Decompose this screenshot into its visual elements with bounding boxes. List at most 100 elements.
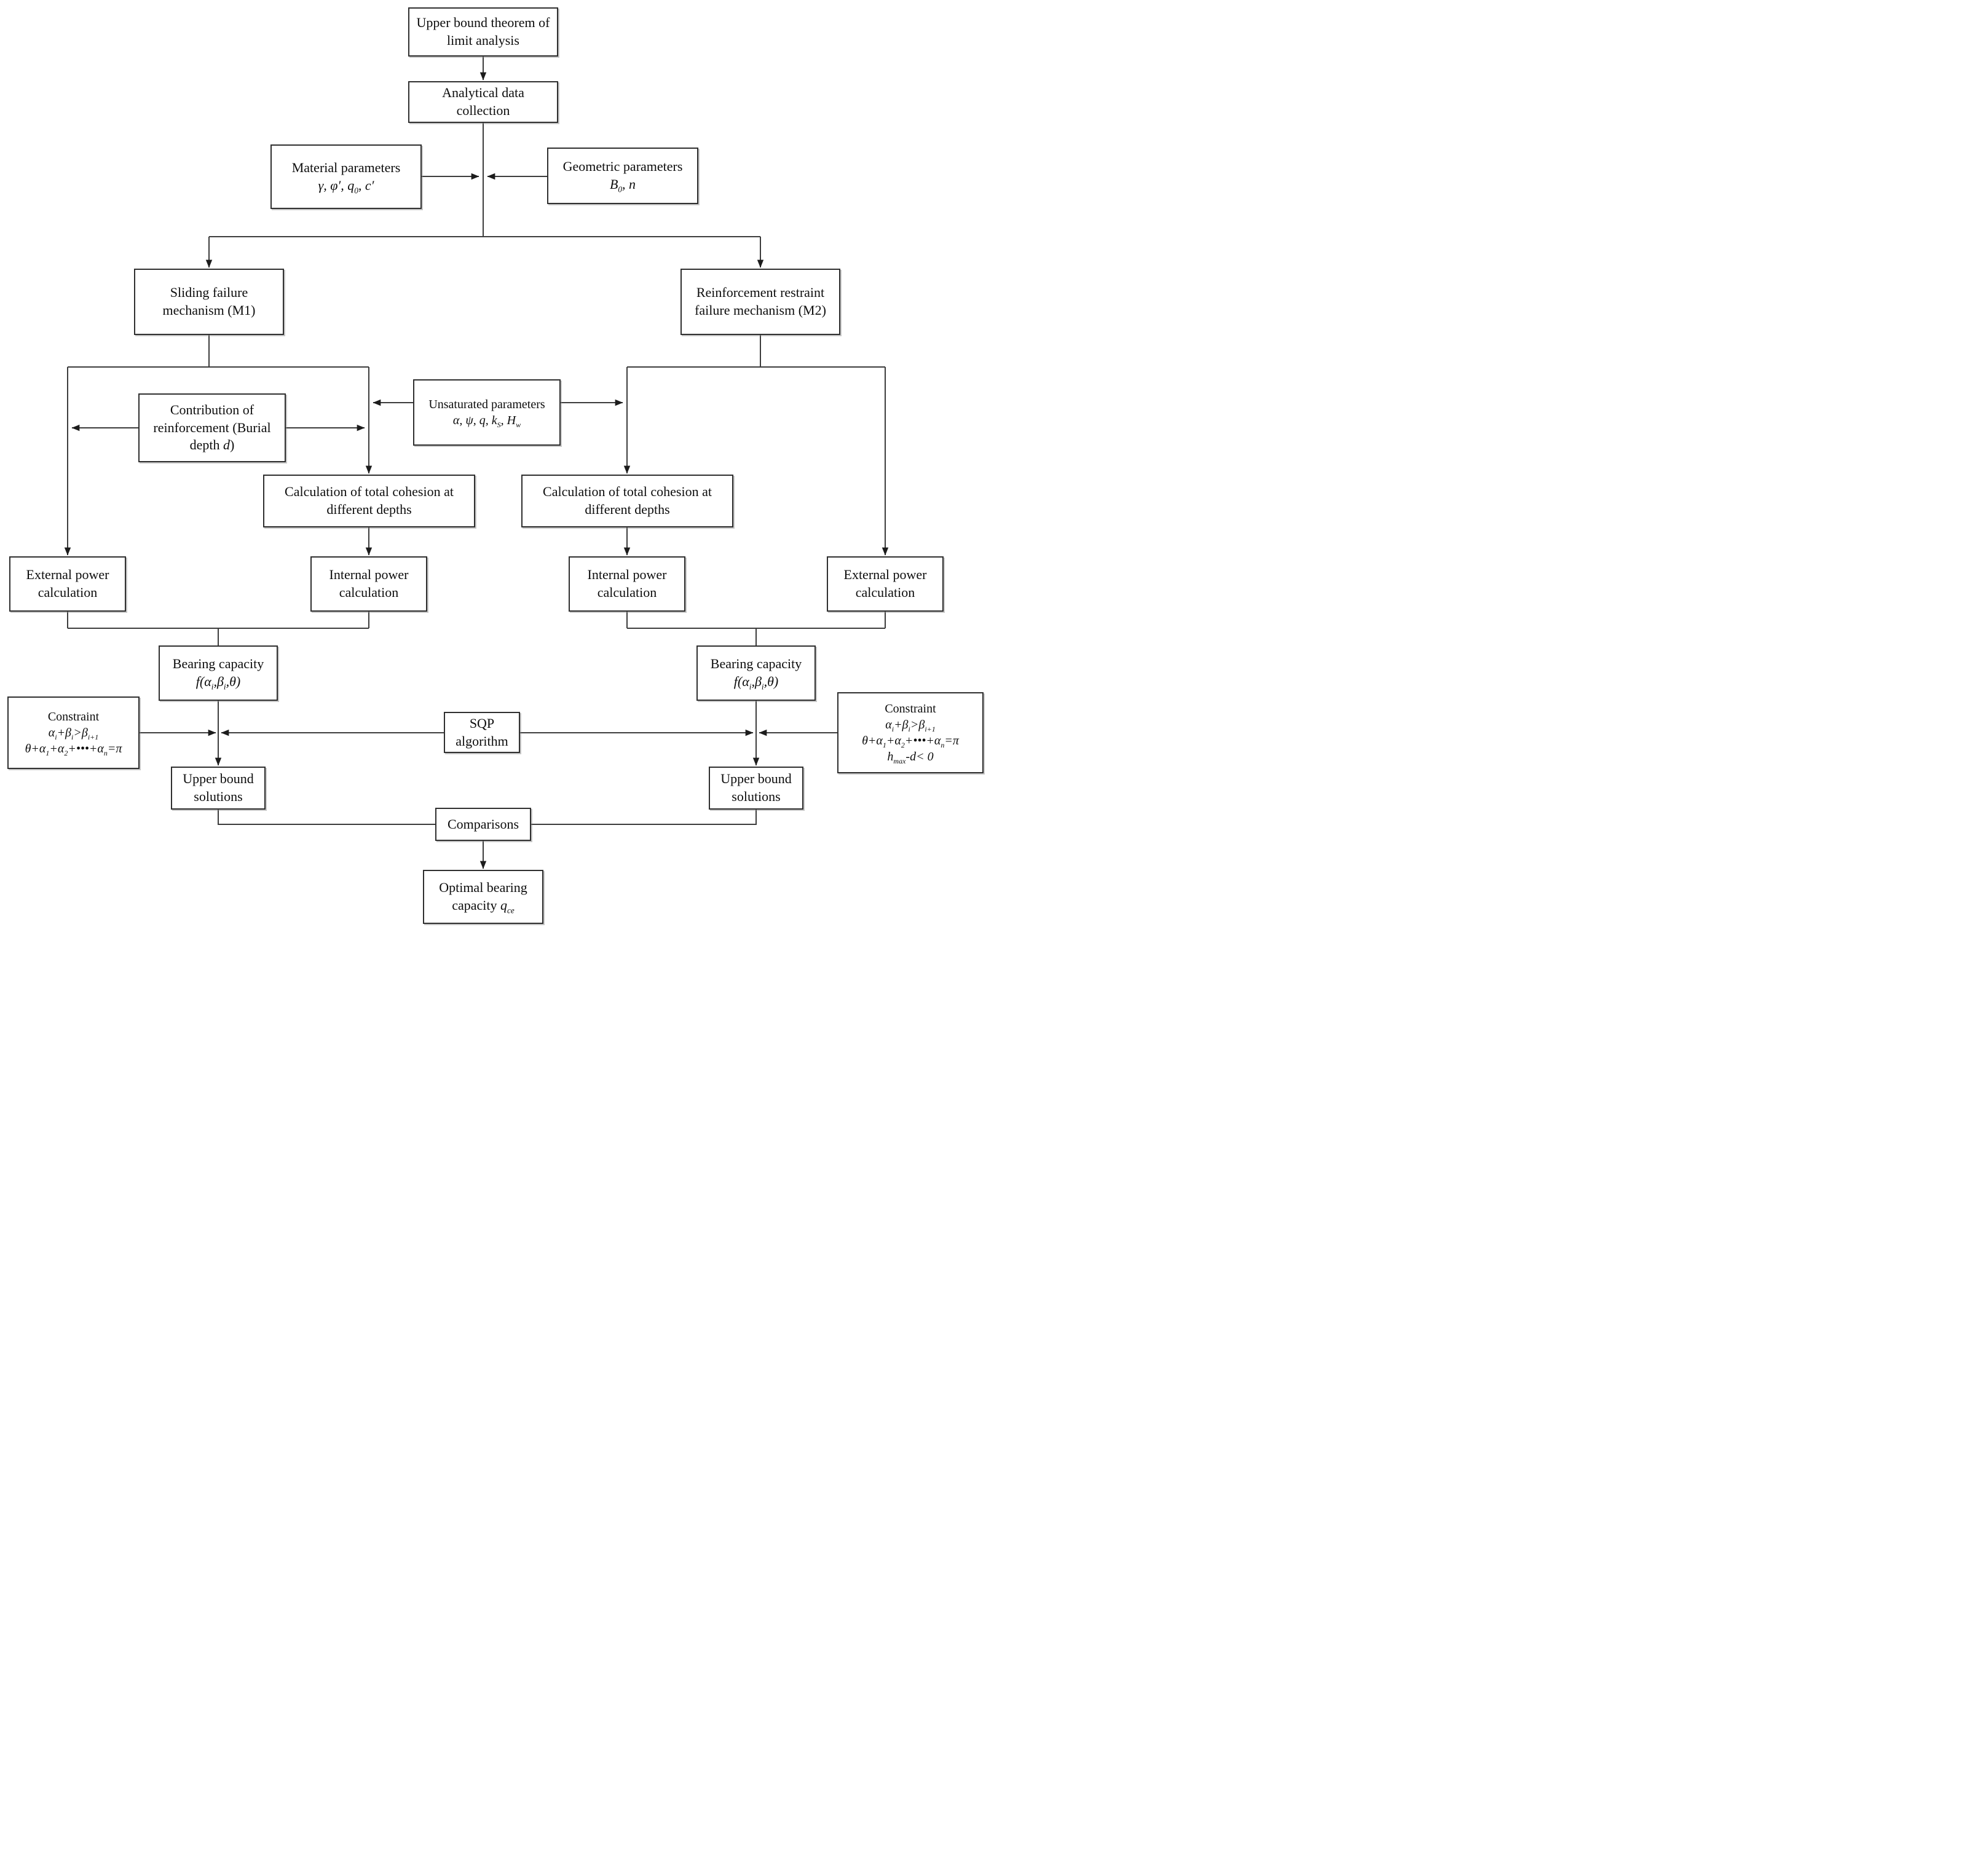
label-segment: ) bbox=[230, 437, 235, 453]
material-formula: γ, φ′, q0, c′ bbox=[318, 177, 374, 195]
constraint-right-line3: hmax-d< 0 bbox=[887, 749, 933, 765]
node-label: Internal power calculation bbox=[587, 567, 667, 600]
node-title: Constraint bbox=[47, 710, 100, 724]
formula-segment: h bbox=[887, 750, 894, 763]
formula-segment: ,θ) bbox=[763, 674, 779, 689]
formula-segment: α bbox=[48, 726, 55, 740]
node-external-power-left: External power calculation bbox=[9, 556, 126, 612]
node-label: Reinforcement restraint failure mechanis… bbox=[695, 285, 826, 318]
formula-segment: ,θ) bbox=[226, 674, 241, 689]
label-segment: Contribution of reinforcement (Burial de… bbox=[153, 402, 271, 453]
constraint-right-line2: θ+α1+α2+•••+αn=π bbox=[862, 733, 959, 749]
formula-segment: >β bbox=[73, 726, 88, 740]
node-label: Optimal bearing capacity qce bbox=[429, 879, 537, 914]
bearing-formula-right: f(αi,βi,θ) bbox=[734, 673, 778, 691]
formula-segment: θ+α bbox=[25, 742, 46, 755]
formula-subscript: i bbox=[55, 733, 57, 741]
node-label: Contribution of reinforcement (Burial de… bbox=[144, 401, 280, 454]
formula-segment: , n bbox=[622, 176, 636, 192]
node-constraint-left: Constraint αi+βi>βi+1 θ+α1+α2+•••+αn=π bbox=[7, 696, 140, 769]
formula-segment: ,β bbox=[751, 674, 762, 689]
node-title: Unsaturated parameters bbox=[428, 398, 545, 411]
formula-subscript: ce bbox=[507, 905, 515, 915]
node-upper-bound-theorem: Upper bound theorem of limit analysis bbox=[408, 7, 558, 57]
unsaturated-formula: α, ψ, q, kS, Hw bbox=[453, 412, 521, 428]
node-comparisons: Comparisons bbox=[435, 808, 531, 841]
formula-segment: +β bbox=[894, 718, 909, 732]
label-segment: Optimal bearing capacity bbox=[439, 880, 527, 913]
node-bearing-capacity-left: Bearing capacity f(αi,βi,θ) bbox=[159, 645, 278, 701]
flowchart-figure: Upper bound theorem of limit analysis An… bbox=[0, 0, 994, 931]
node-geometric-parameters: Geometric parameters B0, n bbox=[547, 148, 698, 204]
formula-subscript: max bbox=[893, 757, 906, 765]
formula-subscript: i bbox=[891, 725, 894, 733]
formula-subscript: i bbox=[223, 682, 226, 692]
formula-segment: B bbox=[609, 176, 618, 192]
node-bearing-capacity-right: Bearing capacity f(αi,βi,θ) bbox=[696, 645, 816, 701]
formula-subscript: i bbox=[761, 682, 764, 692]
flow-connectors bbox=[64, 57, 889, 869]
constraint-left-line2: θ+α1+α2+•••+αn=π bbox=[25, 741, 122, 757]
formula-segment: , H bbox=[500, 414, 516, 427]
formula-subscript: n bbox=[941, 741, 945, 749]
formula-subscript: w bbox=[516, 420, 521, 429]
formula-segment: γ, φ′, q bbox=[318, 177, 355, 193]
node-external-power-right: External power calculation bbox=[827, 556, 944, 612]
node-cohesion-calculation-left: Calculation of total cohesion at differe… bbox=[263, 475, 475, 527]
node-label: External power calculation bbox=[843, 567, 927, 600]
node-material-parameters: Material parameters γ, φ′, q0, c′ bbox=[270, 144, 422, 209]
formula-subscript: i bbox=[908, 725, 910, 733]
formula-subscript: 1 bbox=[882, 741, 886, 749]
node-title: Geometric parameters bbox=[562, 159, 683, 175]
geometric-formula: B0, n bbox=[610, 176, 636, 194]
formula-subscript: i bbox=[749, 682, 752, 692]
node-sqp-algorithm: SQP algorithm bbox=[444, 712, 520, 753]
node-label: Calculation of total cohesion at differe… bbox=[285, 484, 454, 517]
node-title: Constraint bbox=[885, 702, 936, 716]
node-optimal-bearing-capacity: Optimal bearing capacity qce bbox=[423, 870, 543, 924]
node-label: Upper bound solutions bbox=[720, 771, 792, 804]
formula-segment: f(α bbox=[195, 674, 211, 689]
formula-segment: =π bbox=[107, 742, 122, 755]
node-label: Internal power calculation bbox=[329, 567, 409, 600]
formula-segment: +α bbox=[886, 734, 901, 748]
node-label: Upper bound theorem of limit analysis bbox=[416, 15, 550, 48]
formula-segment: +•••+α bbox=[904, 734, 941, 748]
formula-subscript: n bbox=[103, 749, 108, 757]
node-sliding-failure-mechanism-m1: Sliding failure mechanism (M1) bbox=[134, 269, 284, 335]
formula-segment: >β bbox=[910, 718, 925, 732]
formula-segment: +•••+α bbox=[68, 742, 104, 755]
node-unsaturated-parameters: Unsaturated parameters α, ψ, q, kS, Hw bbox=[413, 379, 561, 446]
formula-segment: f(α bbox=[733, 674, 749, 689]
formula-segment: q bbox=[500, 897, 508, 913]
formula-subscript: 1 bbox=[45, 749, 50, 757]
node-upper-bound-solutions-left: Upper bound solutions bbox=[171, 767, 266, 810]
node-label: Analytical data collection bbox=[442, 85, 524, 118]
formula-subscript: i+1 bbox=[87, 733, 99, 741]
formula-subscript: 2 bbox=[64, 749, 68, 757]
node-label: Upper bound solutions bbox=[183, 771, 254, 804]
formula-segment: θ+α bbox=[862, 734, 883, 748]
node-label: Calculation of total cohesion at differe… bbox=[543, 484, 712, 517]
node-label: Comparisons bbox=[447, 816, 519, 832]
formula-segment: +β bbox=[57, 726, 72, 740]
formula-segment: α, ψ, q, k bbox=[452, 414, 497, 427]
formula-subscript: 2 bbox=[901, 741, 905, 749]
node-contribution-of-reinforcement: Contribution of reinforcement (Burial de… bbox=[138, 393, 286, 462]
formula-subscript: i+1 bbox=[925, 725, 936, 733]
formula-subscript: 0 bbox=[618, 184, 623, 194]
node-title: Bearing capacity bbox=[172, 656, 264, 672]
formula-segment: α bbox=[885, 718, 892, 732]
node-constraint-right: Constraint αi+βi>βi+1 θ+α1+α2+•••+αn=π h… bbox=[837, 692, 984, 773]
bearing-formula-left: f(αi,βi,θ) bbox=[196, 673, 240, 691]
formula-subscript: S bbox=[497, 420, 501, 429]
variable-q: qce bbox=[500, 897, 515, 915]
constraint-right-line1: αi+βi>βi+1 bbox=[885, 717, 936, 733]
node-title: Material parameters bbox=[291, 159, 401, 175]
formula-subscript: i bbox=[71, 733, 74, 741]
node-internal-power-left: Internal power calculation bbox=[310, 556, 427, 612]
variable-d: d bbox=[223, 437, 231, 453]
node-cohesion-calculation-right: Calculation of total cohesion at differe… bbox=[521, 475, 733, 527]
formula-segment: +α bbox=[49, 742, 65, 755]
node-reinforcement-restraint-mechanism-m2: Reinforcement restraint failure mechanis… bbox=[680, 269, 840, 335]
